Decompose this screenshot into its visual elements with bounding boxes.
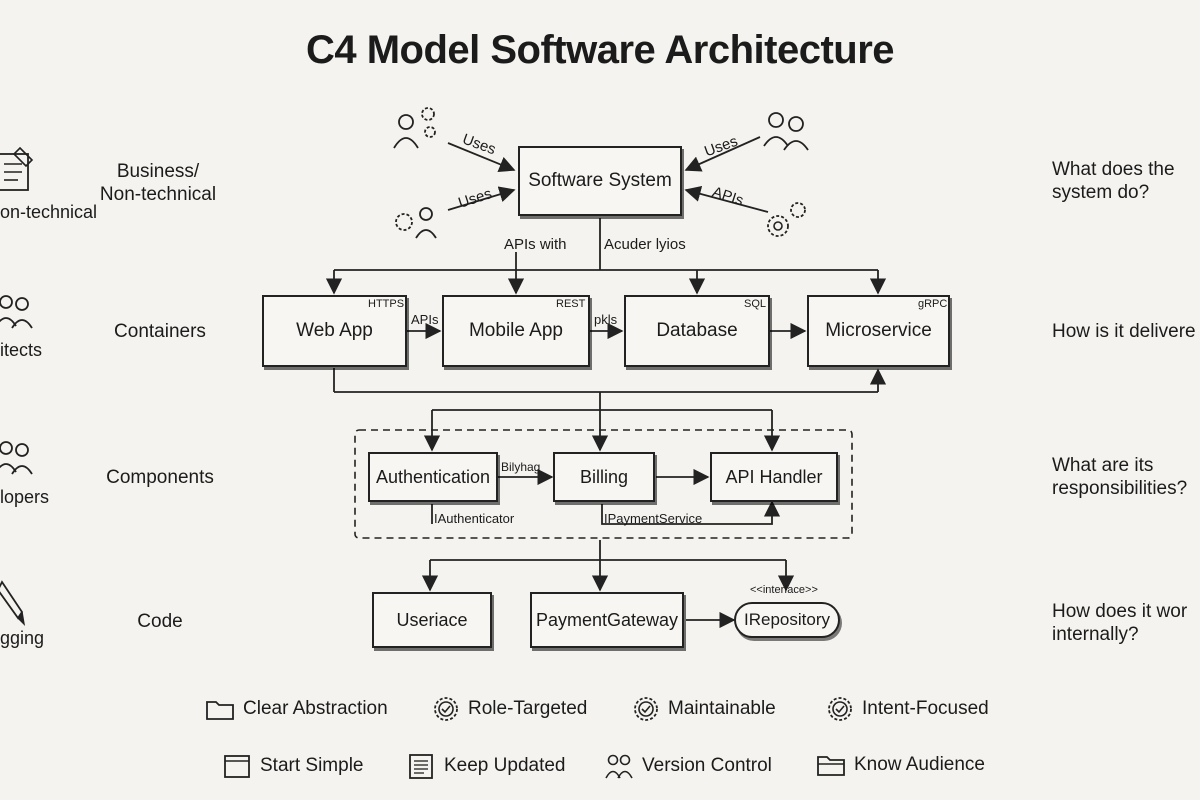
edge-label-apis: APIs xyxy=(411,312,439,327)
role-name-debugging: gging xyxy=(0,628,45,648)
level-label-components: Components xyxy=(106,467,214,488)
component-node-billing[interactable]: Billing xyxy=(553,452,655,502)
role-name-business: on-technical xyxy=(0,202,98,222)
interface-label-payment-service: IPaymentService xyxy=(604,511,703,526)
role-row-developers xyxy=(0,438,40,483)
edge-label-apis-with: APIs with xyxy=(504,236,567,253)
principle-maintainable: Maintainable xyxy=(632,695,776,723)
user-gear-icon xyxy=(392,102,442,157)
level-label-code: Code xyxy=(137,611,183,632)
container-tag: SQL xyxy=(744,298,767,310)
document-icon xyxy=(409,754,433,779)
document-icon xyxy=(0,146,34,191)
people-icon xyxy=(605,754,633,779)
principle-keep-updated: Keep Updated xyxy=(406,752,566,780)
principle-role-targeted: Role-Targeted xyxy=(432,695,587,723)
container-node-web-app[interactable]: Web App xyxy=(262,295,407,367)
gear-user-icon xyxy=(392,192,442,247)
question-components: What are its responsibilities? xyxy=(1052,455,1188,499)
edge-label-pkls: pkls xyxy=(594,312,618,327)
window-icon xyxy=(224,755,250,778)
principle-clear-abstraction: Clear Abstraction xyxy=(205,697,388,721)
code-node-useriace[interactable]: Useriace xyxy=(372,592,492,648)
container-node-database[interactable]: Database xyxy=(624,295,770,367)
question-code: How does it wor internally? xyxy=(1052,601,1188,645)
interface-label-authenticator: IAuthenticator xyxy=(434,511,515,526)
component-node-authentication[interactable]: Authentication xyxy=(368,452,498,502)
role-row-architects xyxy=(0,292,40,337)
container-tag: REST xyxy=(556,298,586,310)
code-node-irepository[interactable]: IRepository xyxy=(734,602,840,638)
container-node-microservice[interactable]: Microservice xyxy=(807,295,950,367)
users-icon xyxy=(760,106,812,157)
container-tag: HTTPS xyxy=(368,298,405,310)
people-icon xyxy=(0,295,33,329)
role-name-developers: lopers xyxy=(0,487,50,507)
principle-start-simple: Start Simple xyxy=(222,752,363,780)
badge-check-icon xyxy=(634,697,658,721)
level-label-context: Business/ Non-technical xyxy=(99,161,217,205)
page-title: C4 Model Software Architecture xyxy=(305,28,895,72)
gears-icon xyxy=(762,196,812,249)
edge-label-other: Acuder lyios xyxy=(604,236,686,253)
component-node-api-handler[interactable]: API Handler xyxy=(710,452,838,502)
container-node-mobile-app[interactable]: Mobile App xyxy=(442,295,590,367)
principle-intent-focused: Intent-Focused xyxy=(826,695,989,723)
container-tag: gRPC xyxy=(918,298,948,310)
edge-label-billing: Bilyhag xyxy=(501,460,541,474)
question-containers: How is it delivere xyxy=(1052,321,1196,342)
role-row-debugging xyxy=(0,578,40,633)
question-context: What does the system do? xyxy=(1052,159,1175,203)
principle-know-audience: Know Audience xyxy=(816,752,985,778)
folder-icon xyxy=(206,701,234,720)
people-icon xyxy=(0,441,33,475)
pen-icon xyxy=(0,580,26,627)
badge-check-icon xyxy=(434,697,458,721)
code-node-payment-gateway[interactable]: PaymentGateway xyxy=(530,592,684,648)
level-label-containers: Containers xyxy=(114,321,206,342)
software-system-node[interactable]: Software System xyxy=(518,146,682,216)
role-row-business xyxy=(0,142,40,197)
role-name-architects: itects xyxy=(0,340,43,360)
badge-check-icon xyxy=(828,697,852,721)
principle-version-control: Version Control xyxy=(604,752,772,780)
interface-stereotype: <<interface>> xyxy=(750,584,818,596)
folder-icon xyxy=(817,756,845,776)
